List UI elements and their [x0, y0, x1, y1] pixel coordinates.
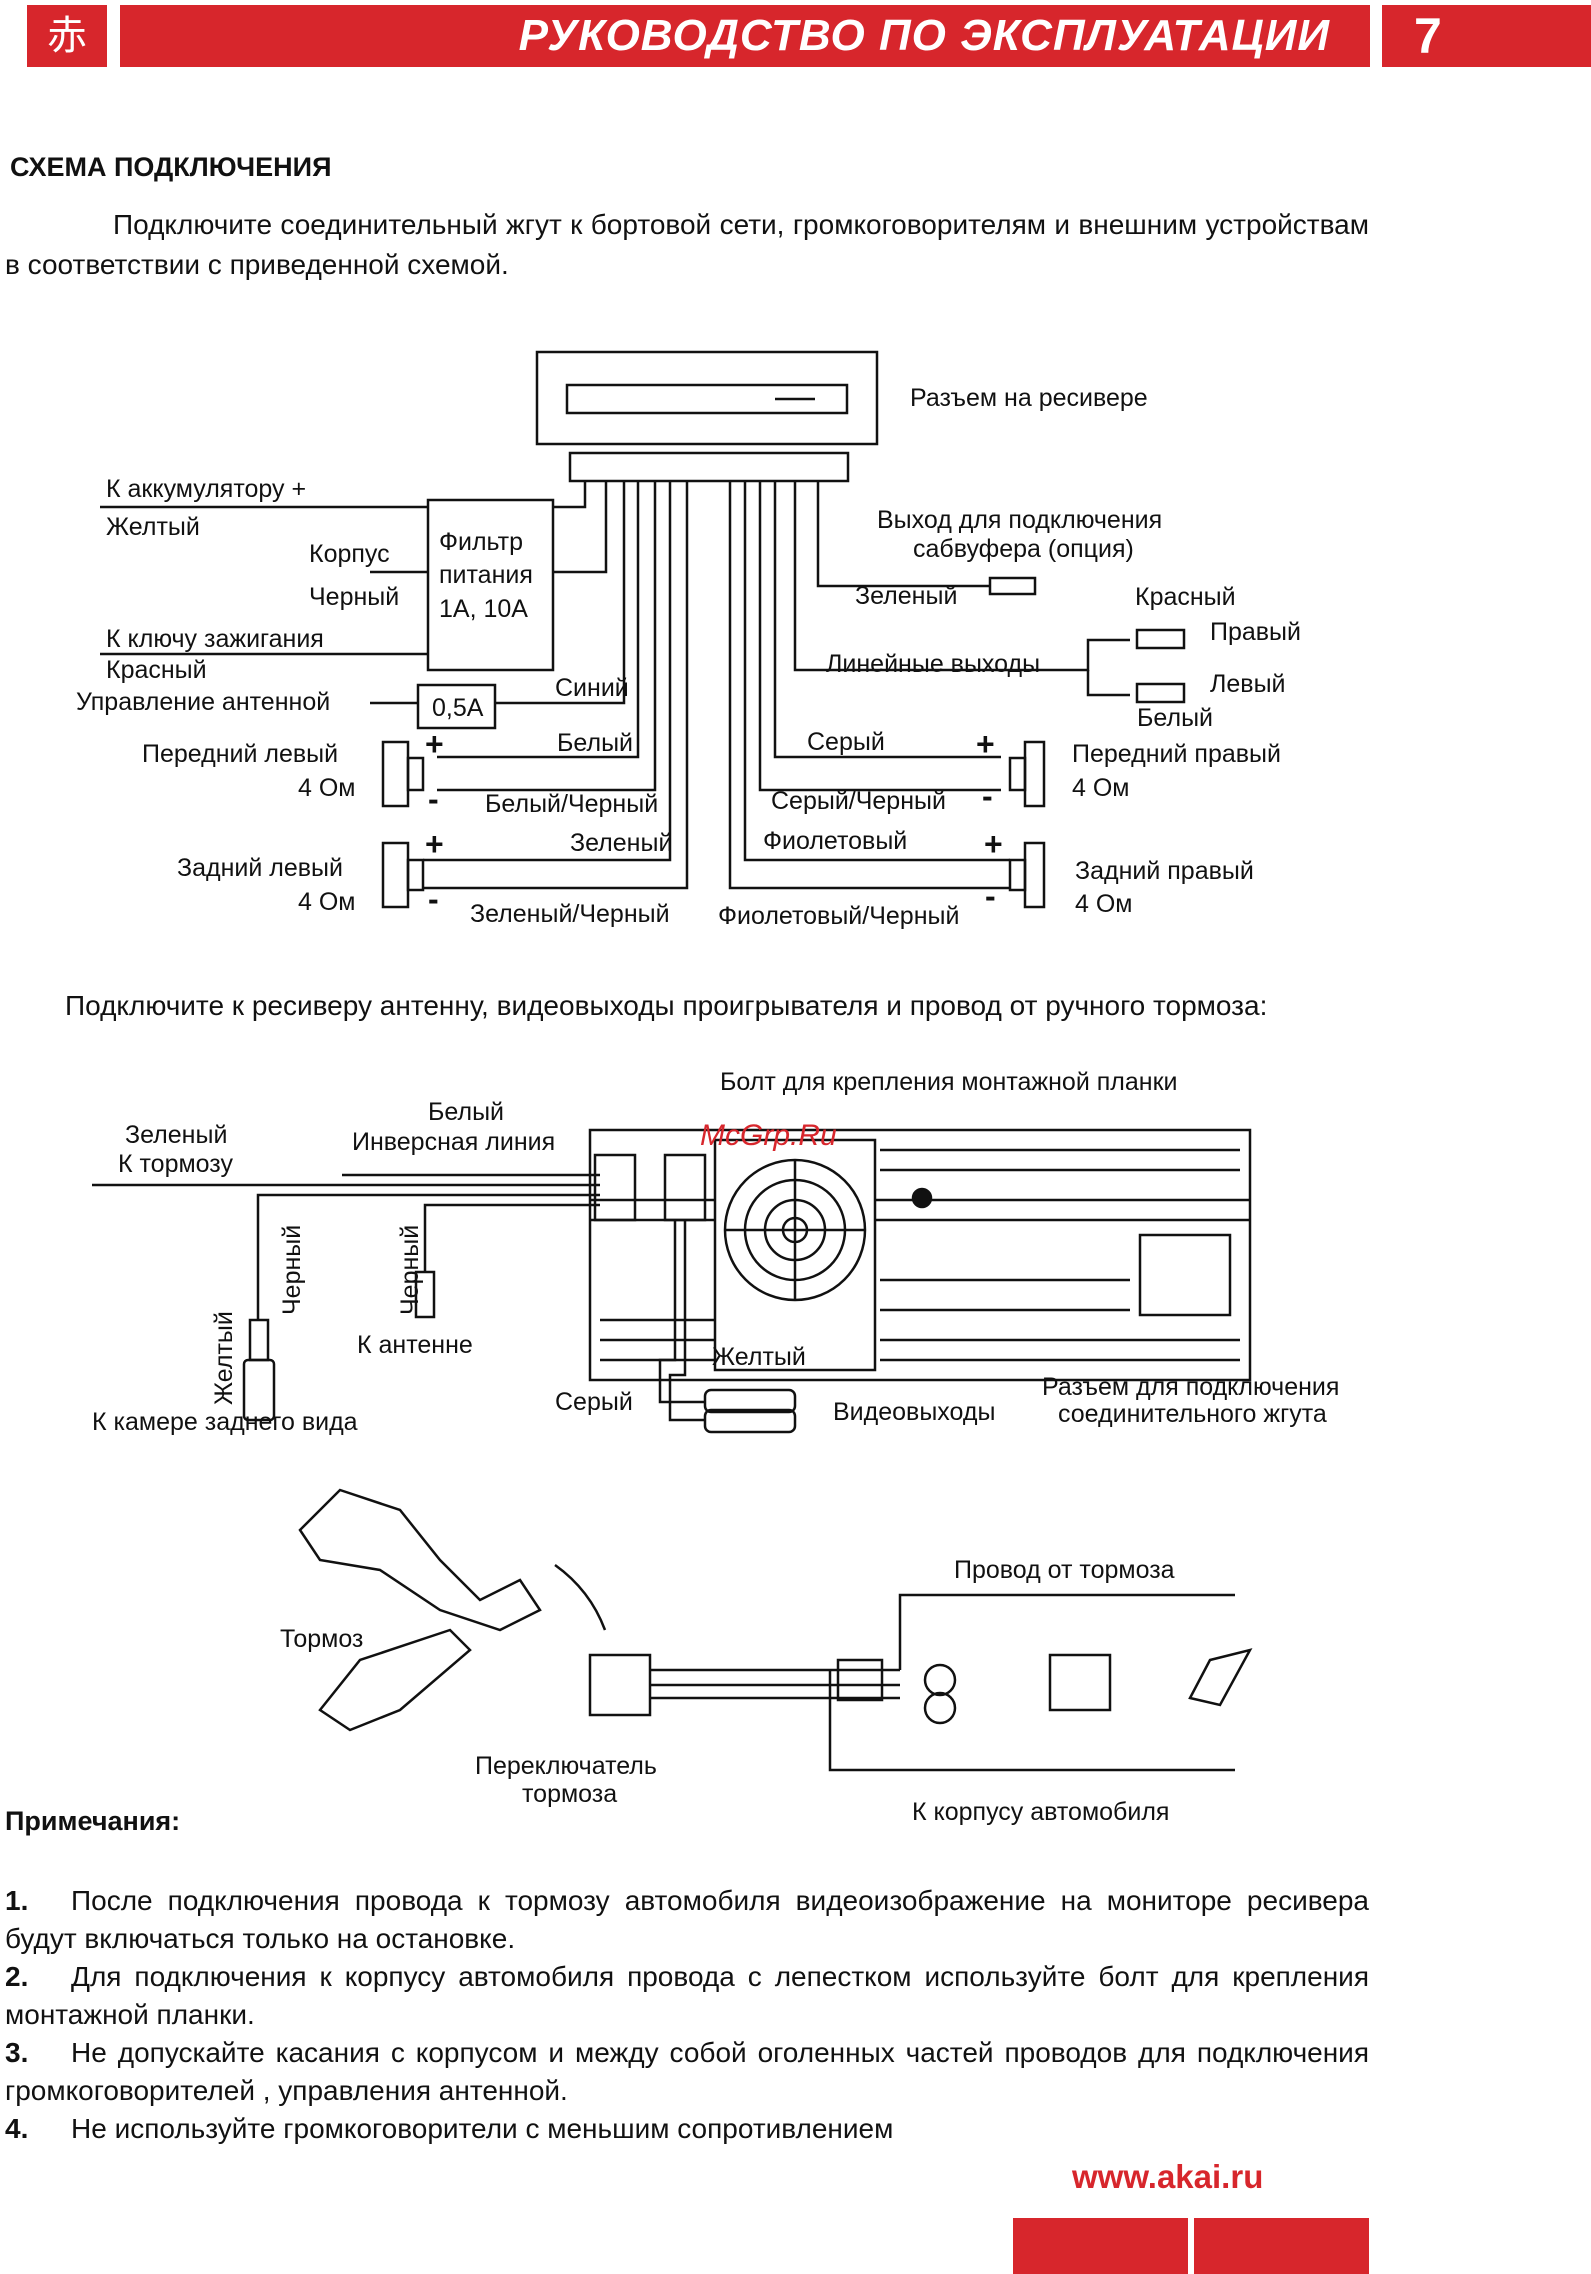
note-item: 4.Не используйте громкоговорители с мень… [5, 2113, 894, 2144]
svg-text:Видеовыходы: Видеовыходы [833, 1398, 995, 1426]
svg-text:К тормозу: К тормозу [118, 1150, 233, 1178]
note-item: 3.Не допускайте касания с корпусом и меж… [5, 2037, 1369, 2106]
footer-bar [1194, 2218, 1369, 2274]
svg-text:Красный: Красный [106, 656, 207, 684]
svg-text:тормоза: тормоза [522, 1780, 617, 1808]
svg-text:4 Ом: 4 Ом [298, 774, 355, 802]
svg-text:McGrp.Ru: McGrp.Ru [700, 1119, 837, 1152]
svg-text:Желтый: Желтый [106, 513, 200, 541]
svg-text:Белый: Белый [428, 1098, 504, 1126]
svg-text:Зеленый: Зеленый [570, 829, 672, 857]
svg-text:Серый: Серый [807, 728, 885, 756]
notes-title: Примечания: [5, 1806, 181, 1836]
receiver-slot [565, 383, 849, 415]
svg-text:Белый/Черный: Белый/Черный [485, 790, 658, 818]
svg-text:Желтый: Желтый [712, 1343, 806, 1371]
svg-text:+: + [425, 826, 444, 862]
svg-text:1А, 10А: 1А, 10А [439, 595, 528, 623]
receiver-body [535, 350, 879, 446]
wiring-diagram: Разъем на ресивере К аккумулятору + Желт… [76, 350, 1301, 930]
svg-text:Фиолетовый/Черный: Фиолетовый/Черный [718, 902, 959, 930]
svg-text:К корпусу автомобиля: К корпусу автомобиля [912, 1798, 1169, 1826]
akai-logo: 赤 [27, 5, 107, 67]
svg-text:Передний правый: Передний правый [1072, 740, 1281, 768]
svg-text:Черный: Черный [278, 1225, 306, 1315]
svg-text:Красный: Красный [1135, 583, 1236, 611]
svg-text:Желтый: Желтый [210, 1311, 238, 1405]
svg-text:Болт для крепления монтажной п: Болт для крепления монтажной планки [720, 1068, 1177, 1096]
svg-text:-: - [428, 781, 439, 817]
rear-panel-diagram: Болт для крепления монтажной планки McGr… [92, 1068, 1339, 1436]
section-title: СХЕМА ПОДКЛЮЧЕНИЯ [10, 152, 332, 182]
harness-connector [568, 451, 850, 483]
svg-text:Правый: Правый [1210, 618, 1301, 646]
svg-text:К ключу зажигания: К ключу зажигания [106, 625, 324, 653]
harness-socket [1138, 1233, 1232, 1317]
svg-text:Белый: Белый [1137, 704, 1213, 732]
footer-url[interactable]: www.akai.ru [1072, 2158, 1264, 2195]
svg-text:Управление антенной: Управление антенной [76, 688, 330, 716]
svg-text:Выход для подключения: Выход для подключения [877, 506, 1162, 534]
svg-text:Тормоз: Тормоз [280, 1625, 363, 1653]
svg-text:4 Ом: 4 Ом [1072, 774, 1129, 802]
intro-paragraph: Подключите соединительный жгут к бортово… [5, 209, 1369, 280]
svg-text:4 Ом: 4 Ом [298, 888, 355, 916]
svg-text:Фиолетовый: Фиолетовый [763, 827, 907, 855]
svg-text:0,5А: 0,5А [432, 694, 484, 722]
brake-diagram: Тормоз Провод от тормоза Переключатель т… [280, 1488, 1253, 1826]
svg-text:Черный: Черный [396, 1225, 424, 1315]
svg-text:Провод от тормоза: Провод от тормоза [954, 1556, 1175, 1584]
note-item: 2.Для подключения к корпусу автомобиля п… [5, 1961, 1369, 2030]
page-number: 7 [1382, 5, 1591, 67]
svg-text:Левый: Левый [1210, 670, 1286, 698]
svg-text:Черный: Черный [309, 583, 399, 611]
header-title: РУКОВОДСТВО ПО ЭКСПЛУАТАЦИИ [518, 11, 1330, 60]
svg-text:К камере заднего вида: К камере заднего вида [92, 1408, 358, 1436]
svg-text:Зеленый/Черный: Зеленый/Черный [470, 900, 670, 928]
svg-text:Белый: Белый [557, 729, 633, 757]
svg-text:Серый: Серый [555, 1388, 633, 1416]
svg-text:-: - [985, 878, 996, 914]
svg-text:К аккумулятору +: К аккумулятору + [106, 475, 306, 503]
svg-text:Переключатель: Переключатель [475, 1752, 657, 1780]
svg-text:+: + [976, 726, 995, 762]
svg-text:Фильтр: Фильтр [439, 528, 523, 556]
svg-text:4 Ом: 4 Ом [1075, 890, 1132, 918]
svg-text:Серый/Черный: Серый/Черный [771, 787, 946, 815]
antenna-fuse [416, 683, 497, 730]
footer-bar [1013, 2218, 1188, 2274]
receiver-rear-body [588, 1128, 1252, 1382]
svg-text:+: + [425, 726, 444, 762]
brake-switch [588, 1653, 652, 1717]
svg-text:сабвуфера (опция): сабвуфера (опция) [913, 535, 1134, 563]
svg-text:Зеленый: Зеленый [125, 1121, 227, 1149]
svg-text:Разъем для подключения: Разъем для подключения [1042, 1373, 1339, 1401]
svg-text:Зеленый: Зеленый [855, 582, 957, 610]
svg-text:-: - [428, 881, 439, 917]
svg-text:-: - [982, 778, 993, 814]
note-item: 1.После подключения провода к тормозу ав… [5, 1885, 1369, 1954]
mounting-bolt [911, 1187, 933, 1209]
second-paragraph: Подключите к ресиверу антенну, видеовыхо… [65, 990, 1268, 1021]
svg-text:+: + [984, 826, 1003, 862]
svg-text:Передний левый: Передний левый [142, 740, 338, 768]
header-title-band: РУКОВОДСТВО ПО ЭКСПЛУАТАЦИИ [120, 5, 1370, 67]
receiver-connector-label: Разъем на ресивере [910, 384, 1148, 412]
svg-text:Корпус: Корпус [309, 540, 390, 568]
svg-text:Задний правый: Задний правый [1075, 857, 1254, 885]
svg-text:Инверсная линия: Инверсная линия [352, 1128, 555, 1156]
svg-text:Линейные выходы: Линейные выходы [826, 650, 1040, 678]
page-header: 赤 РУКОВОДСТВО ПО ЭКСПЛУАТАЦИИ 7 [0, 0, 1591, 76]
svg-text:Задний левый: Задний левый [177, 854, 343, 882]
svg-text:питания: питания [439, 561, 533, 589]
power-filter-box [426, 498, 555, 672]
svg-text:соединительного жгута: соединительного жгута [1058, 1400, 1327, 1428]
brake-pedal-illustration [298, 1488, 542, 1632]
svg-text:Синий: Синий [555, 674, 629, 702]
svg-text:К антенне: К антенне [357, 1331, 473, 1359]
